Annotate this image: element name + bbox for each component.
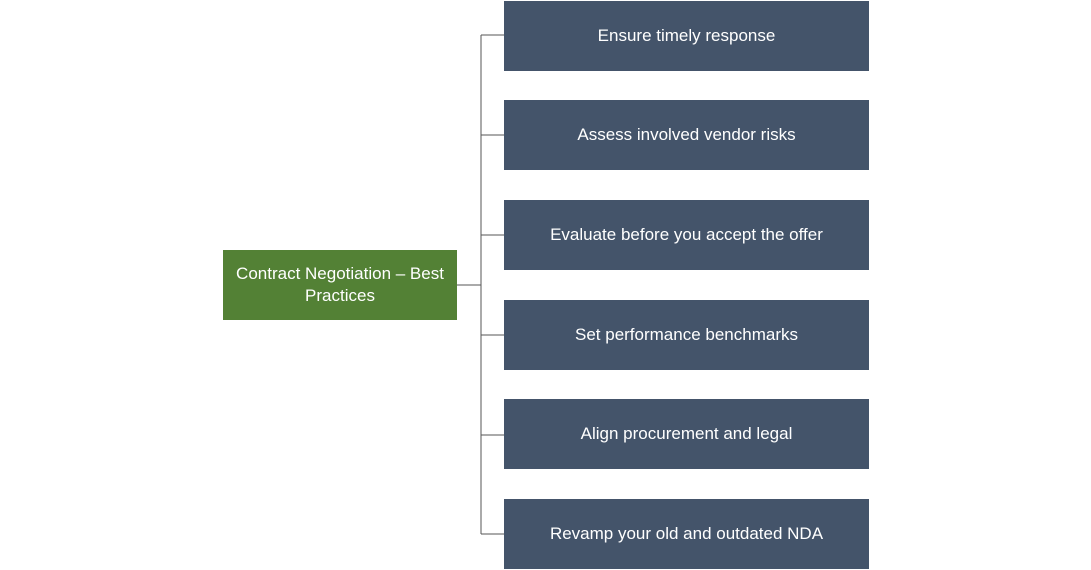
child-node-2: Assess involved vendor risks — [504, 100, 869, 170]
child-node-6: Revamp your old and outdated NDA — [504, 499, 869, 569]
root-node: Contract Negotiation – Best Practices — [223, 250, 457, 320]
child-node-3: Evaluate before you accept the offer — [504, 200, 869, 270]
child-node-label: Evaluate before you accept the offer — [550, 225, 823, 244]
child-node-label: Set performance benchmarks — [575, 325, 798, 344]
child-node-5: Align procurement and legal — [504, 399, 869, 469]
child-node-label: Revamp your old and outdated NDA — [549, 524, 824, 543]
child-node-1: Ensure timely response — [504, 1, 869, 71]
child-node-label: Align procurement and legal — [580, 424, 793, 443]
root-node-label: Contract Negotiation – Best Practices — [236, 264, 444, 305]
child-node-label: Assess involved vendor risks — [577, 125, 796, 144]
child-node-label: Ensure timely response — [597, 26, 776, 45]
child-node-4: Set performance benchmarks — [504, 300, 869, 370]
